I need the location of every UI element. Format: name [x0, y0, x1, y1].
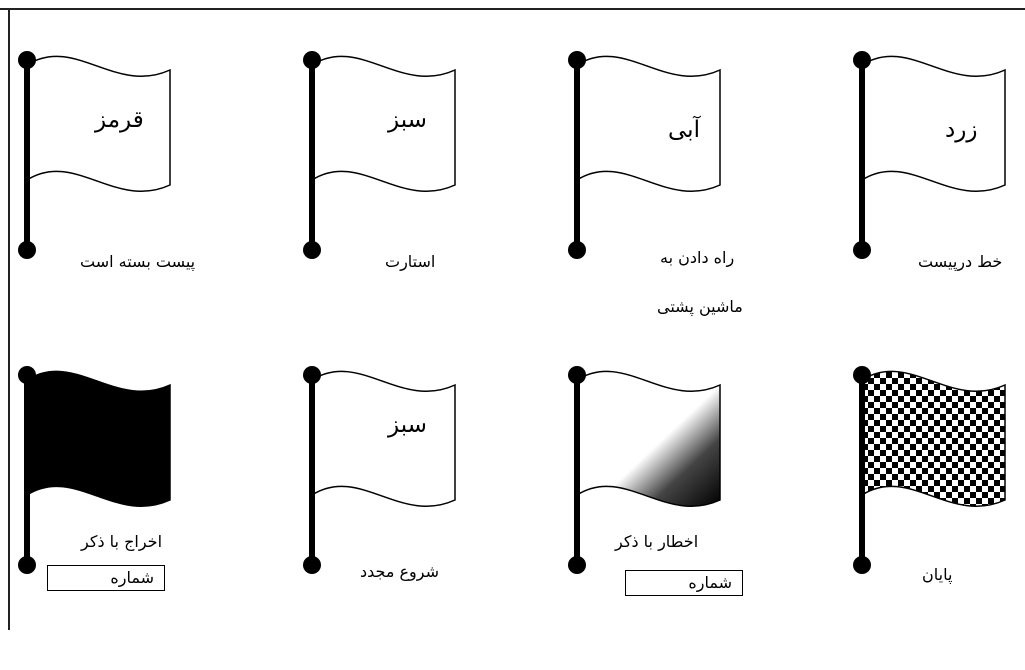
- left-border: [8, 10, 10, 630]
- flag-cell-blue: آبی راه دادن به ماشین پشتی: [565, 45, 815, 355]
- caption-green: استارت: [385, 252, 436, 271]
- flag-cell-warning: اخطار با ذکر شماره: [565, 360, 815, 670]
- flag-label-green-restart: سبز: [388, 412, 427, 438]
- caption-checkered: پایان: [922, 565, 953, 584]
- yellow-flag-icon: [853, 51, 1006, 259]
- flag-label-red: قرمز: [95, 107, 144, 133]
- red-flag-icon: [18, 51, 171, 259]
- flag-label-green: سبز: [388, 107, 427, 133]
- caption-black: اخراج با ذکر: [81, 532, 163, 551]
- checkered-flag-icon: [853, 366, 1006, 574]
- black-flag-icon: [18, 366, 171, 574]
- flag-cell-green-restart: سبز شروع مجدد: [300, 360, 550, 670]
- number-box-black: شماره: [47, 565, 165, 591]
- flag-cell-yellow: زرد خط درپیست: [850, 45, 1025, 355]
- number-box-warning: شماره: [625, 570, 743, 596]
- warning-flag-icon: [568, 366, 721, 574]
- caption-blue: راه دادن به: [660, 248, 735, 267]
- green-flag-icon: [303, 51, 456, 259]
- caption-yellow: خط درپیست: [918, 252, 1003, 271]
- flag-cell-black: اخراج با ذکر شماره: [15, 360, 265, 670]
- flag-label-yellow: زرد: [945, 117, 978, 143]
- flag-cell-green: سبز استارت: [300, 45, 550, 355]
- flag-signals-diagram: [0, 8, 1025, 630]
- caption-blue-line2: ماشین پشتی: [657, 297, 743, 316]
- caption-red: پیست بسته است: [80, 252, 196, 271]
- flag-cell-red: قرمز پیست بسته است: [15, 45, 265, 355]
- green-restart-flag-icon: [303, 366, 456, 574]
- blue-flag-icon: [568, 51, 721, 259]
- caption-warning: اخطار با ذکر: [615, 532, 699, 551]
- top-border: [0, 8, 1025, 10]
- flag-cell-checkered: پایان: [850, 360, 1025, 670]
- flag-label-blue: آبی: [668, 117, 700, 143]
- caption-green-restart: شروع مجدد: [360, 562, 440, 581]
